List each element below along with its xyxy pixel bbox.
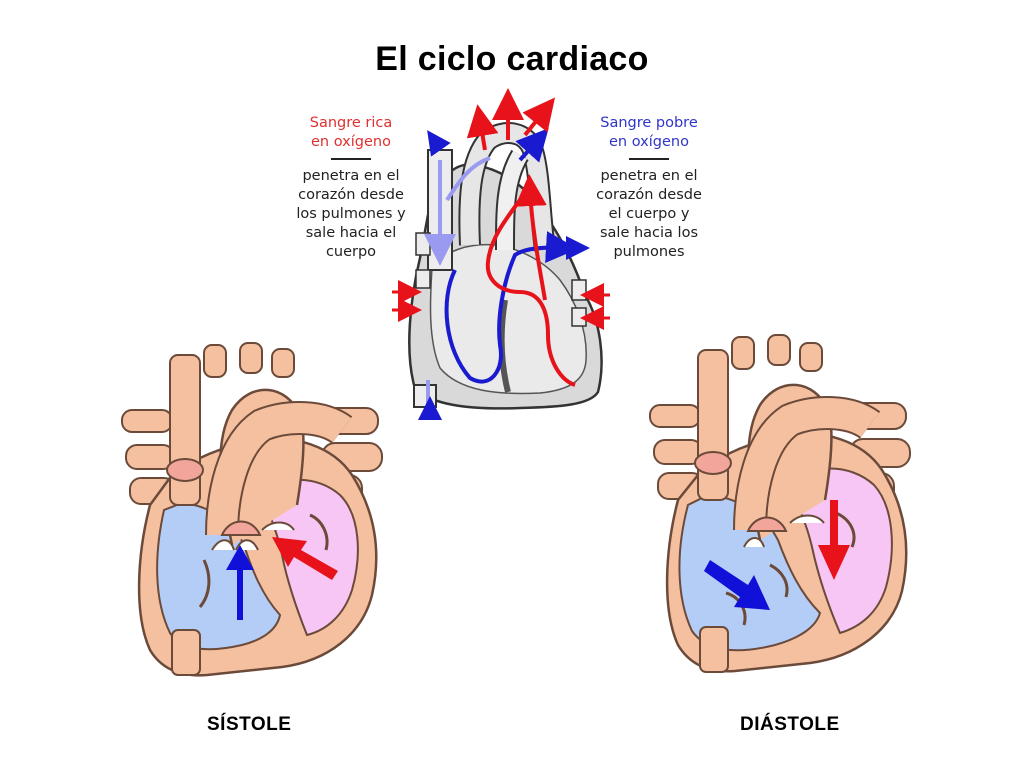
legend-oxygen-rich: Sangre rica en oxígeno penetra en el cor… [276,114,426,262]
inferior-vena-cava [413,384,437,408]
red-flow-arrow [272,537,338,580]
flow-poor-upper-branch [445,156,491,202]
diastole-heart-diagram [649,334,911,673]
valve-flaps [743,514,825,548]
page-title: El ciclo cardiaco [375,40,649,78]
blue-flow-arrow [226,545,254,620]
valve-flaps [211,539,259,551]
superior-vena-cava [169,354,201,506]
semilunar-valve [746,516,788,532]
legend-oxygen-rich-heading: Sangre rica en oxígeno [309,115,393,150]
legend-divider [331,158,371,160]
red-flow-arrow [818,500,850,580]
flow-poor-right-ventricle [444,231,578,384]
flow-rich-left-heart [485,198,576,387]
legend-oxygen-poor-heading: Sangre pobre en oxígeno [600,115,698,150]
caption-systole: SÍSTOLE [207,714,292,735]
inferior-vena-cava [699,626,729,673]
flow-rich-aorta-branch-1 [466,104,499,151]
flow-rich-aorta-branch-3 [522,97,555,137]
flow-poor-entry-top [427,130,451,157]
legend-oxygen-poor-text: penetra en el corazón desde el cuerpo y … [596,168,702,260]
legend-divider [629,158,669,160]
blue-flow-arrow [704,560,770,610]
caption-diastole: DIÁSTOLE [740,714,840,735]
flow-rich-aorta-up [514,174,547,301]
superior-vena-cava [697,349,729,501]
inferior-vena-cava [171,629,201,676]
flow-poor-pulmonary-left [515,128,549,163]
systole-heart-diagram [121,342,383,677]
av-valve [198,513,329,608]
legend-oxygen-rich-text: penetra en el corazón desde los pulmones… [296,168,406,260]
semilunar-valve [220,520,262,536]
legend-oxygen-poor: Sangre pobre en oxígeno penetra en el co… [574,114,724,262]
